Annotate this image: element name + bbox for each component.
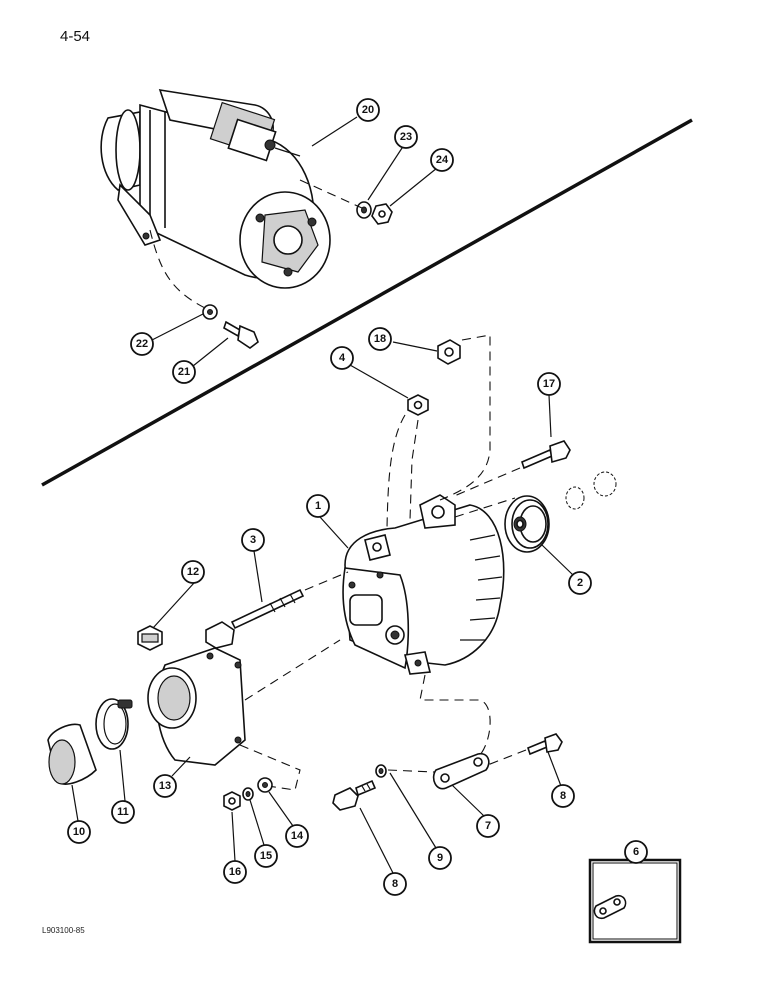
svg-text:12: 12: [187, 566, 199, 578]
callout-16: 16: [223, 860, 247, 884]
callout-24: 24: [430, 148, 454, 172]
starter-motor: [100, 89, 331, 289]
inset-box-item-6: [588, 858, 682, 944]
bolt-8-right: [527, 733, 563, 756]
callout-10: 10: [67, 820, 91, 844]
callout-14: 14: [285, 824, 309, 848]
svg-text:2: 2: [577, 577, 583, 589]
callout-23: 23: [394, 125, 418, 149]
washer-phantom: [565, 486, 585, 510]
dust-cap: [47, 723, 97, 785]
callout-2: 2: [568, 571, 592, 595]
svg-text:8: 8: [392, 878, 398, 890]
svg-text:10: 10: [73, 826, 85, 838]
callout-8-lower: 8: [383, 872, 407, 896]
dashed-line-nut-18: [439, 334, 491, 501]
figure-code: L903100-85: [42, 926, 85, 935]
fan-cowl: [147, 647, 246, 766]
callout-4: 4: [330, 346, 354, 370]
divider-line: [41, 118, 693, 487]
starter-fasteners: [202, 201, 393, 349]
link-bracket: [432, 752, 490, 790]
svg-text:16: 16: [229, 866, 241, 878]
callout-8-right: 8: [551, 784, 575, 808]
hose-clamp: [95, 698, 133, 750]
dashed-line-stud: [386, 414, 406, 529]
svg-text:14: 14: [291, 830, 304, 842]
nut-18: [437, 339, 461, 365]
callout-3: 3: [241, 528, 265, 552]
svg-text:13: 13: [159, 780, 171, 792]
callout-13: 13: [153, 774, 177, 798]
dashed-line-bracket: [419, 674, 491, 756]
svg-text:17: 17: [543, 378, 555, 390]
svg-text:22: 22: [136, 338, 148, 350]
dashed-line-long-bolt: [304, 571, 349, 591]
alternator: [342, 494, 505, 675]
callout-6: 6: [624, 840, 648, 864]
lockwasher-15: [242, 787, 254, 801]
dashed-line-nut-4: [409, 419, 419, 521]
callout-12: 12: [181, 560, 205, 584]
svg-text:3: 3: [250, 534, 256, 546]
dashed-line-cowl: [244, 639, 341, 701]
svg-text:15: 15: [260, 850, 272, 862]
svg-text:20: 20: [362, 104, 374, 116]
dashed-line-bolt-17: [451, 467, 521, 498]
svg-text:7: 7: [485, 820, 491, 832]
washer-14: [257, 777, 273, 793]
svg-text:8: 8: [560, 790, 566, 802]
svg-text:23: 23: [400, 131, 412, 143]
page-number: 4-54: [60, 28, 91, 45]
svg-text:18: 18: [374, 333, 386, 345]
callout-21: 21: [172, 360, 196, 384]
nut-4: [407, 394, 429, 416]
callout-leaders: [71, 116, 637, 874]
pulley: [504, 495, 550, 553]
svg-text:4: 4: [339, 352, 346, 364]
nut-12: [137, 625, 163, 651]
callout-1: 1: [306, 494, 330, 518]
callout-20: 20: [356, 98, 380, 122]
svg-text:24: 24: [436, 154, 449, 166]
callout-9: 9: [428, 846, 452, 870]
callout-7: 7: [476, 814, 500, 838]
dashed-line-shaft: [454, 497, 516, 518]
dashed-line-starter-stud: [299, 179, 363, 209]
dashed-line-bolt-8: [387, 769, 436, 773]
bolt-8-left: [332, 779, 377, 811]
callout-18: 18: [368, 327, 392, 351]
callout-15: 15: [254, 844, 278, 868]
dashed-line-cowl-bracket: [239, 744, 301, 791]
svg-text:21: 21: [178, 366, 190, 378]
callout-17: 17: [537, 372, 561, 396]
lockwasher-9: [375, 764, 387, 778]
svg-text:9: 9: [437, 852, 443, 864]
nut-16: [223, 791, 241, 811]
callout-22: 22: [130, 332, 154, 356]
bolt-17: [521, 440, 571, 470]
dashed-line-bolt-8-right: [484, 749, 527, 767]
dashed-line-starter-bolt: [149, 229, 206, 309]
long-bolt: [205, 588, 305, 649]
svg-text:11: 11: [117, 806, 129, 818]
callout-11: 11: [111, 800, 135, 824]
svg-text:6: 6: [633, 846, 639, 858]
svg-text:1: 1: [315, 500, 321, 512]
nut-phantom: [593, 471, 617, 497]
